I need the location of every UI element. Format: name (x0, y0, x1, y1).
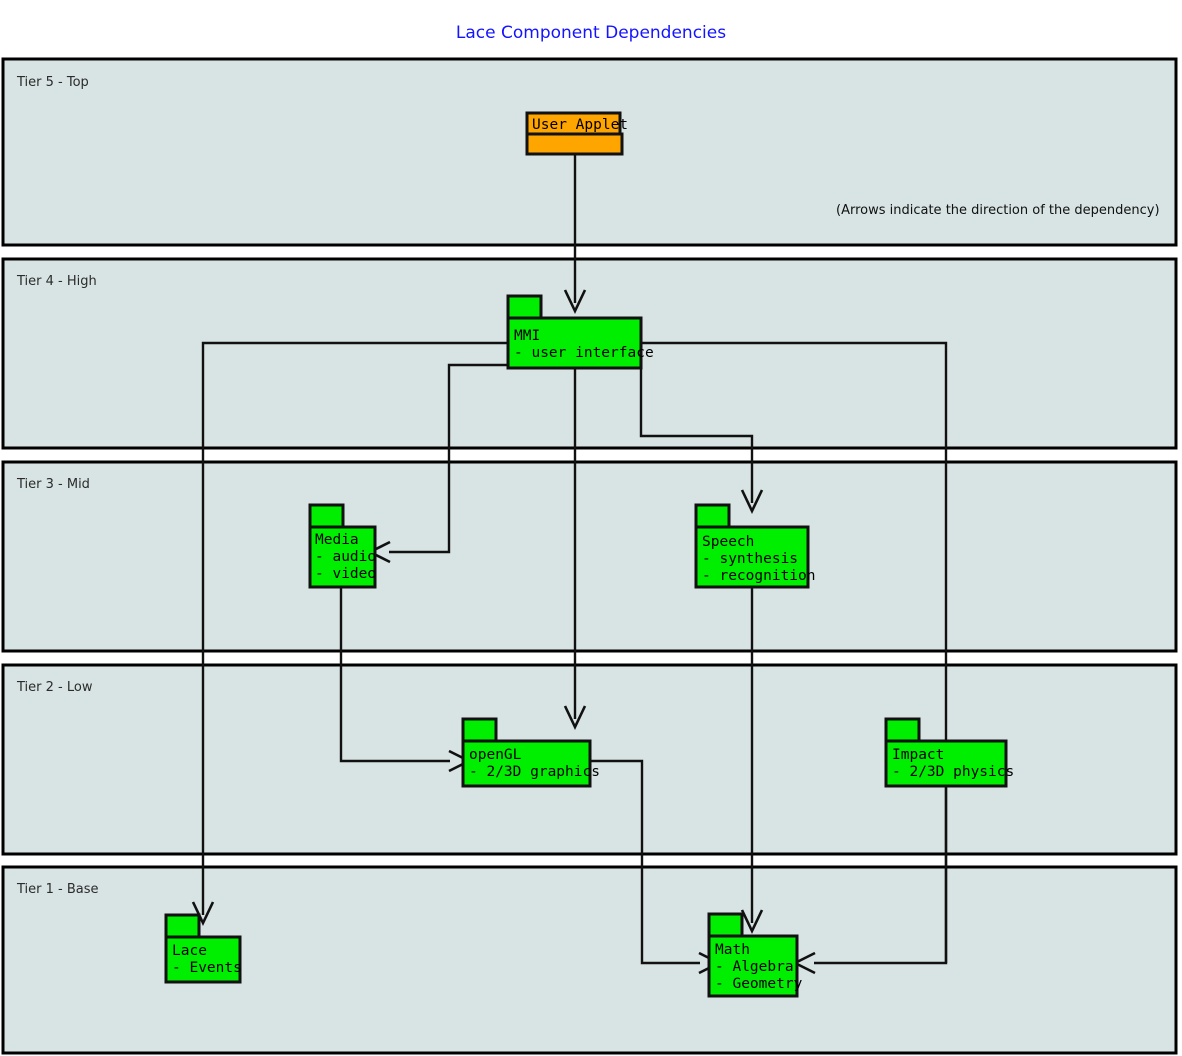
speech-name: Speech (702, 534, 754, 550)
tier-label-tier1: Tier 1 - Base (16, 882, 99, 897)
arrowhead-math-top (740, 909, 764, 935)
math-body (707, 934, 799, 998)
link-opengl-math (591, 759, 700, 965)
arrowhead-speech-top (740, 489, 764, 515)
media-name: Media (315, 532, 359, 548)
opengl-name: openGL (469, 747, 522, 763)
opengl-body (461, 739, 592, 788)
media-item-0: - audio (315, 549, 376, 565)
component-media[interactable]: Media - audio - video (308, 503, 377, 589)
speech-body (694, 525, 810, 589)
arrowhead-mmi-top (563, 289, 587, 315)
component-lace[interactable]: Lace - Events (164, 913, 242, 984)
impact-body (884, 739, 1008, 788)
lace-body (164, 935, 242, 984)
math-item-0: - Algebra (715, 959, 794, 975)
mmi-name: MMI (514, 328, 540, 344)
tier-label-tier2: Tier 2 - Low (16, 680, 93, 695)
lace-name: Lace (172, 943, 207, 959)
arrowhead-lace-top (191, 901, 215, 927)
dependency-links (191, 153, 948, 975)
mmi-item-0: - user interface (514, 345, 654, 361)
link-mmi-speech (639, 365, 754, 503)
math-name: Math (715, 942, 750, 958)
impact-name: Impact (892, 747, 944, 763)
link-mmi-media (389, 363, 508, 554)
component-math[interactable]: Math - Algebra - Geometry (707, 912, 803, 998)
impact-tab (884, 717, 921, 743)
link-media-opengl (339, 587, 450, 763)
lace-item-0: - Events (172, 960, 242, 976)
tier-label-tier4: Tier 4 - High (16, 274, 97, 289)
math-item-1: - Geometry (715, 976, 803, 992)
component-mmi[interactable]: MMI - user interface (506, 294, 654, 370)
tier-box-tier3 (1, 460, 1178, 653)
user-applet-name: User Applet (532, 117, 628, 133)
impact-item-0: - 2/3D physics (892, 764, 1014, 780)
speech-item-0: - synthesis (702, 551, 798, 567)
tier-label-tier3: Tier 3 - Mid (16, 477, 90, 492)
speech-tab (694, 503, 731, 529)
media-body (308, 525, 377, 589)
component-impact[interactable]: Impact - 2/3D physics (884, 717, 1014, 788)
mmi-body (506, 316, 643, 370)
math-tab (707, 912, 744, 938)
tier-label-tier5: Tier 5 - Top (16, 75, 89, 90)
media-item-1: - video (315, 566, 376, 582)
speech-item-1: - recognition (702, 568, 816, 584)
component-user-applet[interactable]: User Applet (525, 111, 628, 156)
mmi-tab (506, 294, 543, 320)
opengl-tab (461, 717, 498, 743)
arrow-direction-note: (Arrows indicate the direction of the de… (836, 203, 1160, 218)
page-title: Lace Component Dependencies (456, 23, 726, 43)
component-opengl[interactable]: openGL - 2/3D graphics (461, 717, 600, 788)
link-mmi-lace (201, 341, 508, 915)
media-tab (308, 503, 345, 529)
lace-tab (164, 913, 201, 939)
link-mmi-math (641, 341, 948, 965)
component-speech[interactable]: Speech - synthesis - recognition (694, 503, 816, 589)
arrowhead-opengl-top (563, 705, 587, 731)
tier-tier3: Tier 3 - Mid (1, 460, 1178, 653)
user-applet-body (525, 132, 624, 156)
opengl-item-0: - 2/3D graphics (469, 764, 600, 780)
